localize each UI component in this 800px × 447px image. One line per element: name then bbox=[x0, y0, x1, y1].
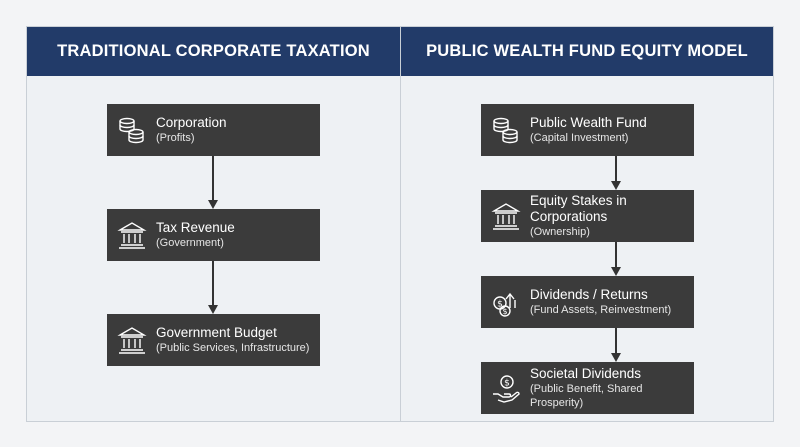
tax-revenue-subtitle: (Government) bbox=[156, 237, 224, 249]
corporation-subtitle: (Profits) bbox=[156, 132, 195, 144]
dividends-returns-subtitle: (Fund Assets, Reinvestment) bbox=[530, 304, 672, 316]
government-budget-subtitle: (Public Services, Infrastructure) bbox=[156, 342, 310, 354]
bank-icon bbox=[116, 219, 148, 251]
coins-icon bbox=[116, 114, 148, 146]
flow-arrow bbox=[611, 328, 621, 362]
bank-icon bbox=[490, 200, 522, 232]
panel-divider bbox=[400, 27, 401, 421]
corporation-box: Corporation (Profits) bbox=[107, 104, 320, 156]
tax-revenue-title: Tax Revenue bbox=[156, 220, 235, 235]
societal-dividends-subtitle: (Public Benefit, Shared Prosperity) bbox=[530, 383, 643, 409]
svg-text:$: $ bbox=[504, 379, 510, 389]
societal-dividends-box: $ Societal Dividends (Public Benefit, Sh… bbox=[481, 362, 694, 414]
diagram-frame: TRADITIONAL CORPORATE TAXATION Corporati… bbox=[26, 26, 774, 422]
public-wealth-fund-title: Public Wealth Fund bbox=[530, 115, 647, 130]
public-wealth-fund-box: Public Wealth Fund (Capital Investment) bbox=[481, 104, 694, 156]
flow-arrow bbox=[611, 156, 621, 190]
equity-stakes-box: Equity Stakes in Corporations (Ownership… bbox=[481, 190, 694, 242]
equity-stakes-title: Equity Stakes in Corporations bbox=[530, 193, 627, 224]
tax-revenue-box: Tax Revenue (Government) bbox=[107, 209, 320, 261]
societal-dividends-title: Societal Dividends bbox=[530, 366, 642, 381]
dollar-growth-icon: $ $ bbox=[490, 286, 522, 318]
government-budget-title: Government Budget bbox=[156, 325, 277, 340]
traditional-taxation-header: TRADITIONAL CORPORATE TAXATION bbox=[27, 27, 400, 76]
flow-arrow bbox=[208, 156, 218, 209]
wealth-fund-panel: PUBLIC WEALTH FUND EQUITY MODEL Public W… bbox=[401, 27, 773, 421]
svg-text:$: $ bbox=[502, 307, 507, 316]
flow-arrow bbox=[208, 261, 218, 314]
dividends-returns-box: $ $ Dividends / Returns (Fund Assets, Re… bbox=[481, 276, 694, 328]
wealth-fund-header: PUBLIC WEALTH FUND EQUITY MODEL bbox=[401, 27, 773, 76]
dividends-returns-title: Dividends / Returns bbox=[530, 287, 648, 302]
svg-text:$: $ bbox=[497, 300, 503, 310]
public-wealth-fund-subtitle: (Capital Investment) bbox=[530, 132, 629, 144]
bank-icon bbox=[116, 324, 148, 356]
equity-stakes-subtitle: (Ownership) bbox=[530, 226, 590, 238]
flow-arrow bbox=[611, 242, 621, 276]
hand-coin-icon: $ bbox=[490, 372, 522, 404]
traditional-taxation-panel: TRADITIONAL CORPORATE TAXATION Corporati… bbox=[27, 27, 400, 421]
corporation-title: Corporation bbox=[156, 115, 227, 130]
government-budget-box: Government Budget (Public Services, Infr… bbox=[107, 314, 320, 366]
coins-icon bbox=[490, 114, 522, 146]
